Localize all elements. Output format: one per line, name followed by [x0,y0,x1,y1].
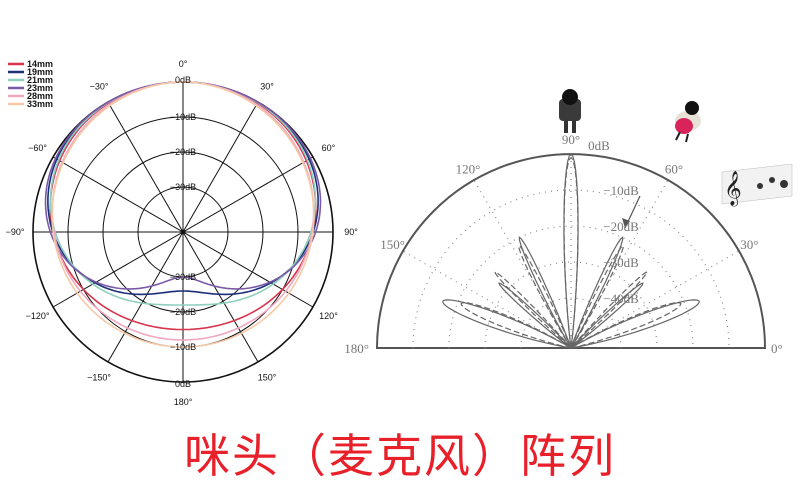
grid-spoke [570,250,740,349]
ring-label: −20dB [603,219,639,234]
page-title: 咪头（麦克风）阵列 [184,429,616,483]
lobe-solid [570,236,624,349]
series-line-33mm [51,81,315,348]
ring-label: 0dB [588,138,610,153]
legend-label-14mm: 14mm [27,59,53,69]
legend-label-19mm: 19mm [27,67,53,77]
angle-label: 30° [260,82,274,92]
angle-label: 30° [740,237,758,252]
svg-text:𝄞: 𝄞 [724,171,742,207]
angle-label: 90° [344,227,358,237]
lobe-dashed [563,156,579,349]
series-line-14mm [49,81,317,331]
angle-label: 150° [380,237,405,252]
ring-label-bottom: −30dB [170,272,196,282]
lobe-dashed [570,270,649,349]
angle-label: 90° [562,132,580,147]
ring-label-bottom: 0dB [175,379,191,389]
legend-label-23mm: 23mm [27,83,53,93]
series-line-28mm [51,81,315,341]
angle-label: −150° [87,372,111,382]
right-polar-chart: 0° 30° 60° 90° 120° 150° 180° 0dB −10dB −20dB −30d… [344,132,782,356]
angle-label: −90° [6,227,25,237]
grid-ring [412,189,730,349]
series-line-19mm [47,81,319,296]
angle-label: 180° [174,397,193,407]
angle-label: 60° [322,143,336,153]
angle-label: 180° [344,341,369,356]
ring-label-bottom: −10dB [170,342,196,352]
lobe-solid [518,236,572,349]
outer-boundary [375,153,767,349]
man-figure-illustration [559,89,581,133]
lobe-dashed [518,244,572,349]
grid-spoke [402,250,572,349]
lobe-dashed [570,244,624,349]
ring-label-top: 0dB [175,75,191,85]
lobe-solid [442,299,572,349]
legend-label-21mm: 21mm [27,75,53,85]
angle-label: 120° [319,311,338,321]
grid-spoke [570,179,669,349]
lobe-dashed [460,302,572,349]
angle-label: 120° [456,162,481,177]
lobe-solid [570,282,644,349]
ring-label: −10dB [603,183,639,198]
ring-label-top: −20dB [170,147,196,157]
angle-label: −30° [90,82,109,92]
angle-label: 0° [771,341,783,356]
arrow-head [622,218,630,228]
angle-label: 150° [258,372,277,382]
series-line-21mm [49,81,317,306]
legend-label-28mm: 28mm [27,91,53,101]
lobe-dashed [493,270,572,349]
grid-ring [520,297,622,349]
ring-label: −30dB [603,255,639,270]
ring-label-bottom: −20dB [170,307,196,317]
lobe-dashed [570,302,682,349]
ring-label-top: −10dB [170,112,196,122]
angle-label: 60° [665,162,683,177]
ring-label-top: −30dB [170,182,196,192]
lobe-solid [498,282,572,349]
grid-spoke [473,179,572,349]
ring-label: −40dB [603,291,639,306]
woman-figure-illustration [675,101,701,143]
angle-label: 0° [179,59,188,69]
angle-label: −120° [26,311,50,321]
music-notes-illustration: 𝄞 [721,163,793,207]
grid-spoke [107,101,259,363]
series-line-23mm [44,81,322,290]
angle-label: −60° [28,143,47,153]
lobe-solid [570,299,700,349]
legend-label-33mm: 33mm [27,99,53,109]
